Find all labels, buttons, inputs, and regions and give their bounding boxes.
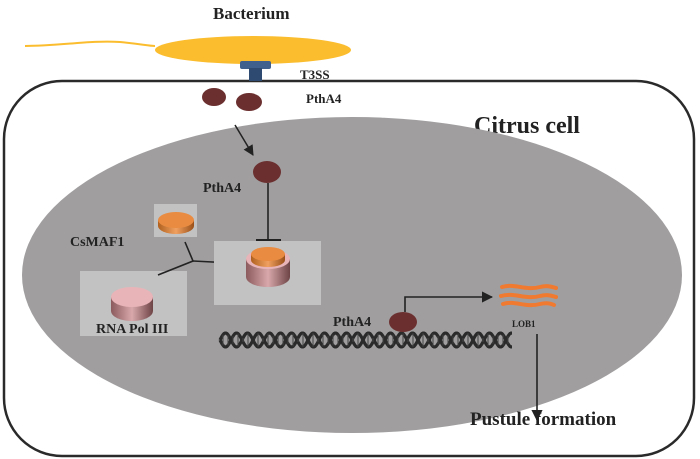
lob1-transcript-icon bbox=[499, 283, 558, 308]
ptha4-effector-1 bbox=[202, 88, 226, 106]
flagellum bbox=[24, 40, 156, 47]
dna-strand bbox=[218, 331, 512, 349]
t3ss-icon bbox=[240, 61, 271, 81]
dna-strand bbox=[218, 331, 512, 349]
ptha4-dna-label: PthA4 bbox=[333, 315, 371, 330]
csmaf1-label: CsMAF1 bbox=[70, 235, 124, 250]
translocation-arrow bbox=[234, 124, 254, 156]
nucleus bbox=[22, 117, 682, 433]
ptha4-dna-bound bbox=[389, 312, 417, 332]
ptha4-effector-2 bbox=[236, 93, 262, 111]
bacterium-body bbox=[155, 36, 351, 64]
t3ss-label: T3SS bbox=[300, 67, 330, 82]
bacterium-label: Bacterium bbox=[213, 4, 289, 23]
pustule-formation-label: Pustule formation bbox=[470, 409, 617, 430]
csmaf1-protein-icon bbox=[158, 212, 194, 234]
ptha4-outside-label: PthA4 bbox=[306, 91, 342, 106]
lob1-label: LOB1 bbox=[512, 319, 536, 329]
dna-helix-icon bbox=[218, 331, 512, 349]
rna-pol-iii-label: RNA Pol III bbox=[96, 322, 168, 337]
ptha4-nuclear bbox=[253, 161, 281, 183]
rna-pol-iii-protein-icon bbox=[111, 287, 153, 321]
ptha4-nucleus-label: PthA4 bbox=[203, 181, 241, 196]
csmaf1-rna-pol-iii-complex-icon bbox=[246, 247, 290, 287]
activation-arrow bbox=[404, 291, 494, 312]
